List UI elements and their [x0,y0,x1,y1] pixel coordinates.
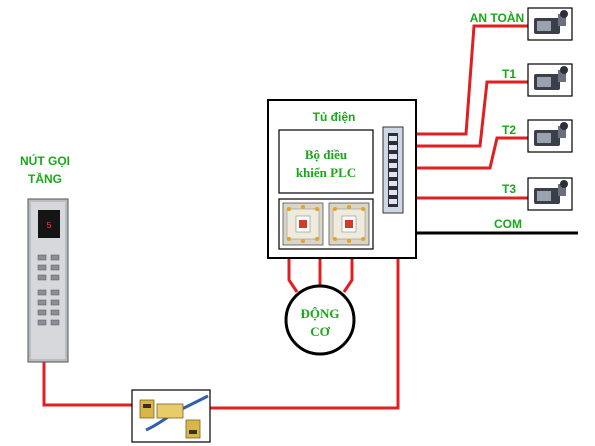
wire-an-toan [415,24,528,136]
cabinet-title: Tủ điện [313,110,356,124]
wire-motor-1 [287,257,299,293]
wire-t1 [415,80,528,148]
call-panel-title-line1: NÚT GỌI [20,153,70,168]
switch-an-toan [527,7,573,41]
rj45-coupler [131,389,211,443]
terminal-strip [382,126,404,214]
floor-display-digits: 5 [46,221,51,231]
plc-label-line2: khiển PLC [296,165,356,180]
wire-cabinet-to-coupler [210,258,400,410]
switch-label-t1: T1 [502,67,516,81]
control-cabinet: Tủ điện Bộ điều khiển PLC [267,99,417,259]
switch-t1 [527,63,573,97]
switch-label-t2: T2 [502,123,516,137]
contactor-1 [282,202,324,246]
floor-buttons [37,254,60,326]
motor-circle [284,284,356,356]
motor: ĐỘNG CƠ [284,284,356,356]
wire-t2 [415,136,528,170]
call-panel-title-line2: TẦNG [28,171,62,186]
motor-label-line2: CƠ [310,324,330,339]
floor-display [38,210,60,238]
red-wires [42,24,528,410]
plc-box [278,129,374,194]
motor-label-line1: ĐỘNG [301,306,340,321]
switch-t2 [527,119,573,153]
plc-label-line1: Bộ điều [305,147,347,162]
wire-motor-3 [342,257,354,293]
com-label: COM [494,217,522,231]
contactor-2 [328,202,370,246]
wire-panel-to-coupler [42,362,132,407]
switch-t3 [527,177,573,211]
switch-label-t3: T3 [502,182,516,196]
call-panel: 5 [27,198,69,363]
switch-label-an-toan: AN TOÀN [470,10,524,25]
